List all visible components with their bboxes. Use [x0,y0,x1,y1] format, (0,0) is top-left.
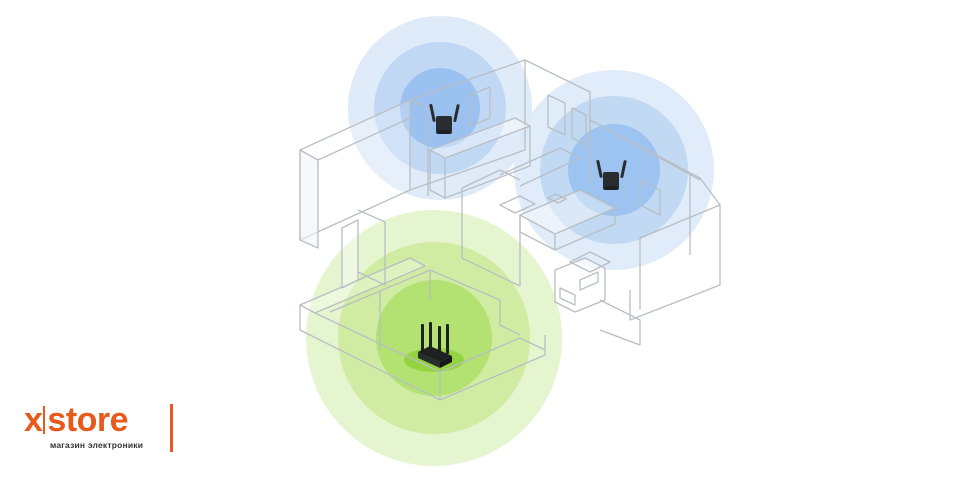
logo-store: store [47,401,129,439]
logo-tagline: магазин электроники [50,440,144,450]
logo-wordmark: x store [24,401,129,439]
coverage-zone-router [306,210,562,466]
wifi-router-icon [418,322,452,368]
wifi-extender-upper-left-icon [429,104,460,134]
coverage-zone-right [514,70,714,270]
xstore-logo: x store магазин электроники [24,402,184,458]
floorplan-walls [299,59,721,401]
logo-separator [43,406,46,434]
coverage-zone-upper-left [348,16,532,200]
logo-divider [170,404,173,452]
wifi-extender-right-icon [596,160,627,190]
logo-x: x [24,401,43,439]
